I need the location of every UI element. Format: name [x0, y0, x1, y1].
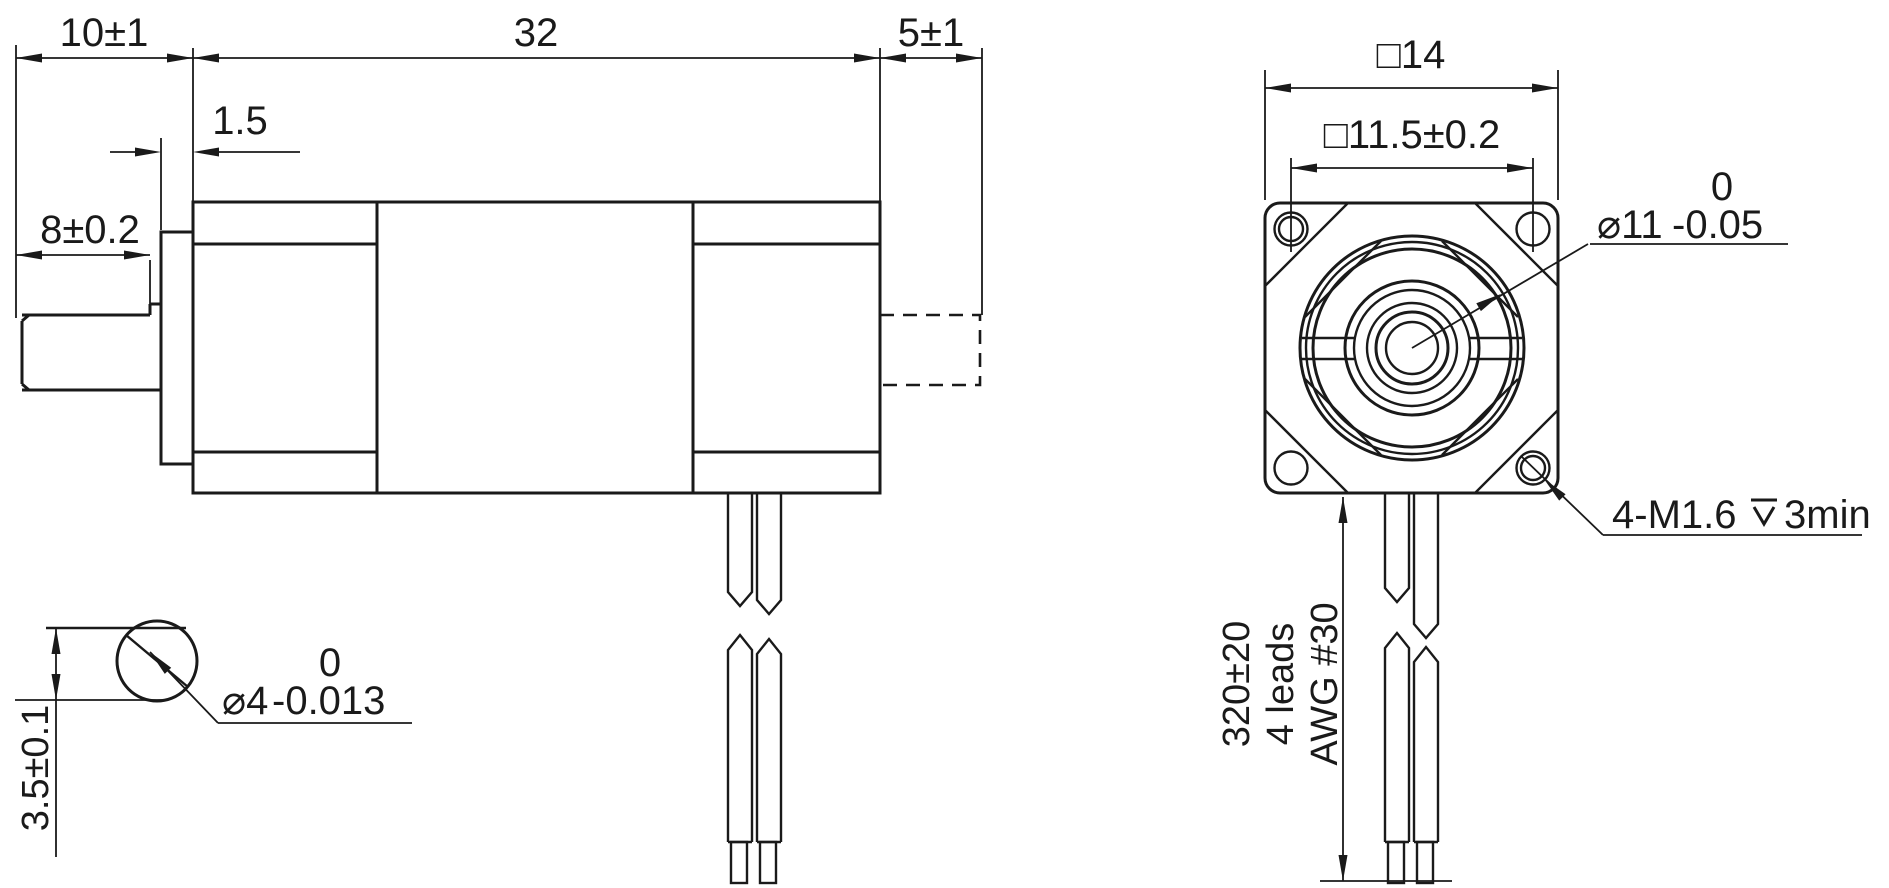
dim-flange-size: □14 — [1264, 33, 1559, 200]
pilot-diameter-tol-upper: 0 — [1711, 165, 1733, 209]
dim-pilot-diameter: ⌀11 -0.05 0 — [1411, 165, 1788, 349]
shaft-diameter-tol-lower: -0.013 — [272, 679, 385, 723]
motor-body-outline — [191, 200, 882, 495]
pilot-diameter-prefix: ⌀11 — [1597, 203, 1663, 247]
dim-pilot-depth-label: 1.5 — [212, 99, 268, 143]
dim-rear-extension-label: 5±1 — [898, 11, 964, 55]
rear-shaft-dashed — [880, 313, 982, 387]
pilot-diameter-tol-lower: -0.05 — [1672, 203, 1763, 247]
dim-lead-length: 320±20 4 leads AWG #30 — [1216, 497, 1452, 882]
dim-hole-spacing-label: □11.5±0.2 — [1324, 113, 1501, 157]
dim-body-length-label: 32 — [514, 11, 559, 55]
dim-shaft-extension-label: 10±1 — [60, 11, 149, 55]
shaft — [20, 302, 161, 392]
thread-callout: 4-M1.6 3min — [1520, 455, 1871, 537]
depth-symbol-icon — [1751, 498, 1777, 527]
dim-pilot-depth: 1.5 — [110, 99, 300, 230]
dim-body-length: 32 — [193, 11, 881, 202]
shaft-section-circle — [115, 619, 199, 703]
thread-callout-prefix: 4-M1.6 — [1612, 493, 1737, 537]
shaft-diameter-tol-upper: 0 — [319, 641, 341, 685]
corner-chamfers — [1264, 202, 1559, 494]
shaft-section-detail: 3.5±0.1 ⌀4 -0.013 0 — [15, 619, 412, 857]
lead-count-label: 4 leads — [1260, 623, 1302, 746]
flange-outline — [1263, 201, 1560, 495]
lead-length-label: 320±20 — [1216, 621, 1258, 748]
dim-flat-length-label: 8±0.2 — [40, 208, 140, 252]
dim-shaft-diameter: ⌀4 -0.013 0 — [149, 641, 412, 724]
dim-shaft-extension: 10±1 — [15, 11, 194, 318]
dim-flat-height-label: 3.5±0.1 — [15, 705, 57, 832]
dim-flat-length: 8±0.2 — [16, 208, 151, 315]
lead-gauge-label: AWG #30 — [1304, 602, 1346, 765]
pilot-circles — [1298, 234, 1526, 462]
pilot-boss — [159, 230, 195, 466]
dim-flange-size-label: □14 — [1377, 33, 1446, 77]
dim-hole-spacing: □11.5±0.2 — [1290, 113, 1534, 252]
thread-callout-suffix: 3min — [1784, 493, 1871, 537]
dim-rear-extension: 5±1 — [880, 11, 983, 315]
lead-wires-side — [726, 493, 783, 885]
dim-flat-height: 3.5±0.1 — [15, 628, 61, 857]
front-view: □14 □11.5±0.2 ⌀11 -0.05 0 4-M1.6 — [1216, 33, 1871, 885]
shaft-diameter-prefix: ⌀4 — [222, 679, 268, 723]
mounting-holes — [1273, 211, 1551, 486]
side-view: 10±1 32 5±1 1.5 — [15, 11, 983, 885]
lead-wires-front — [1383, 493, 1440, 885]
